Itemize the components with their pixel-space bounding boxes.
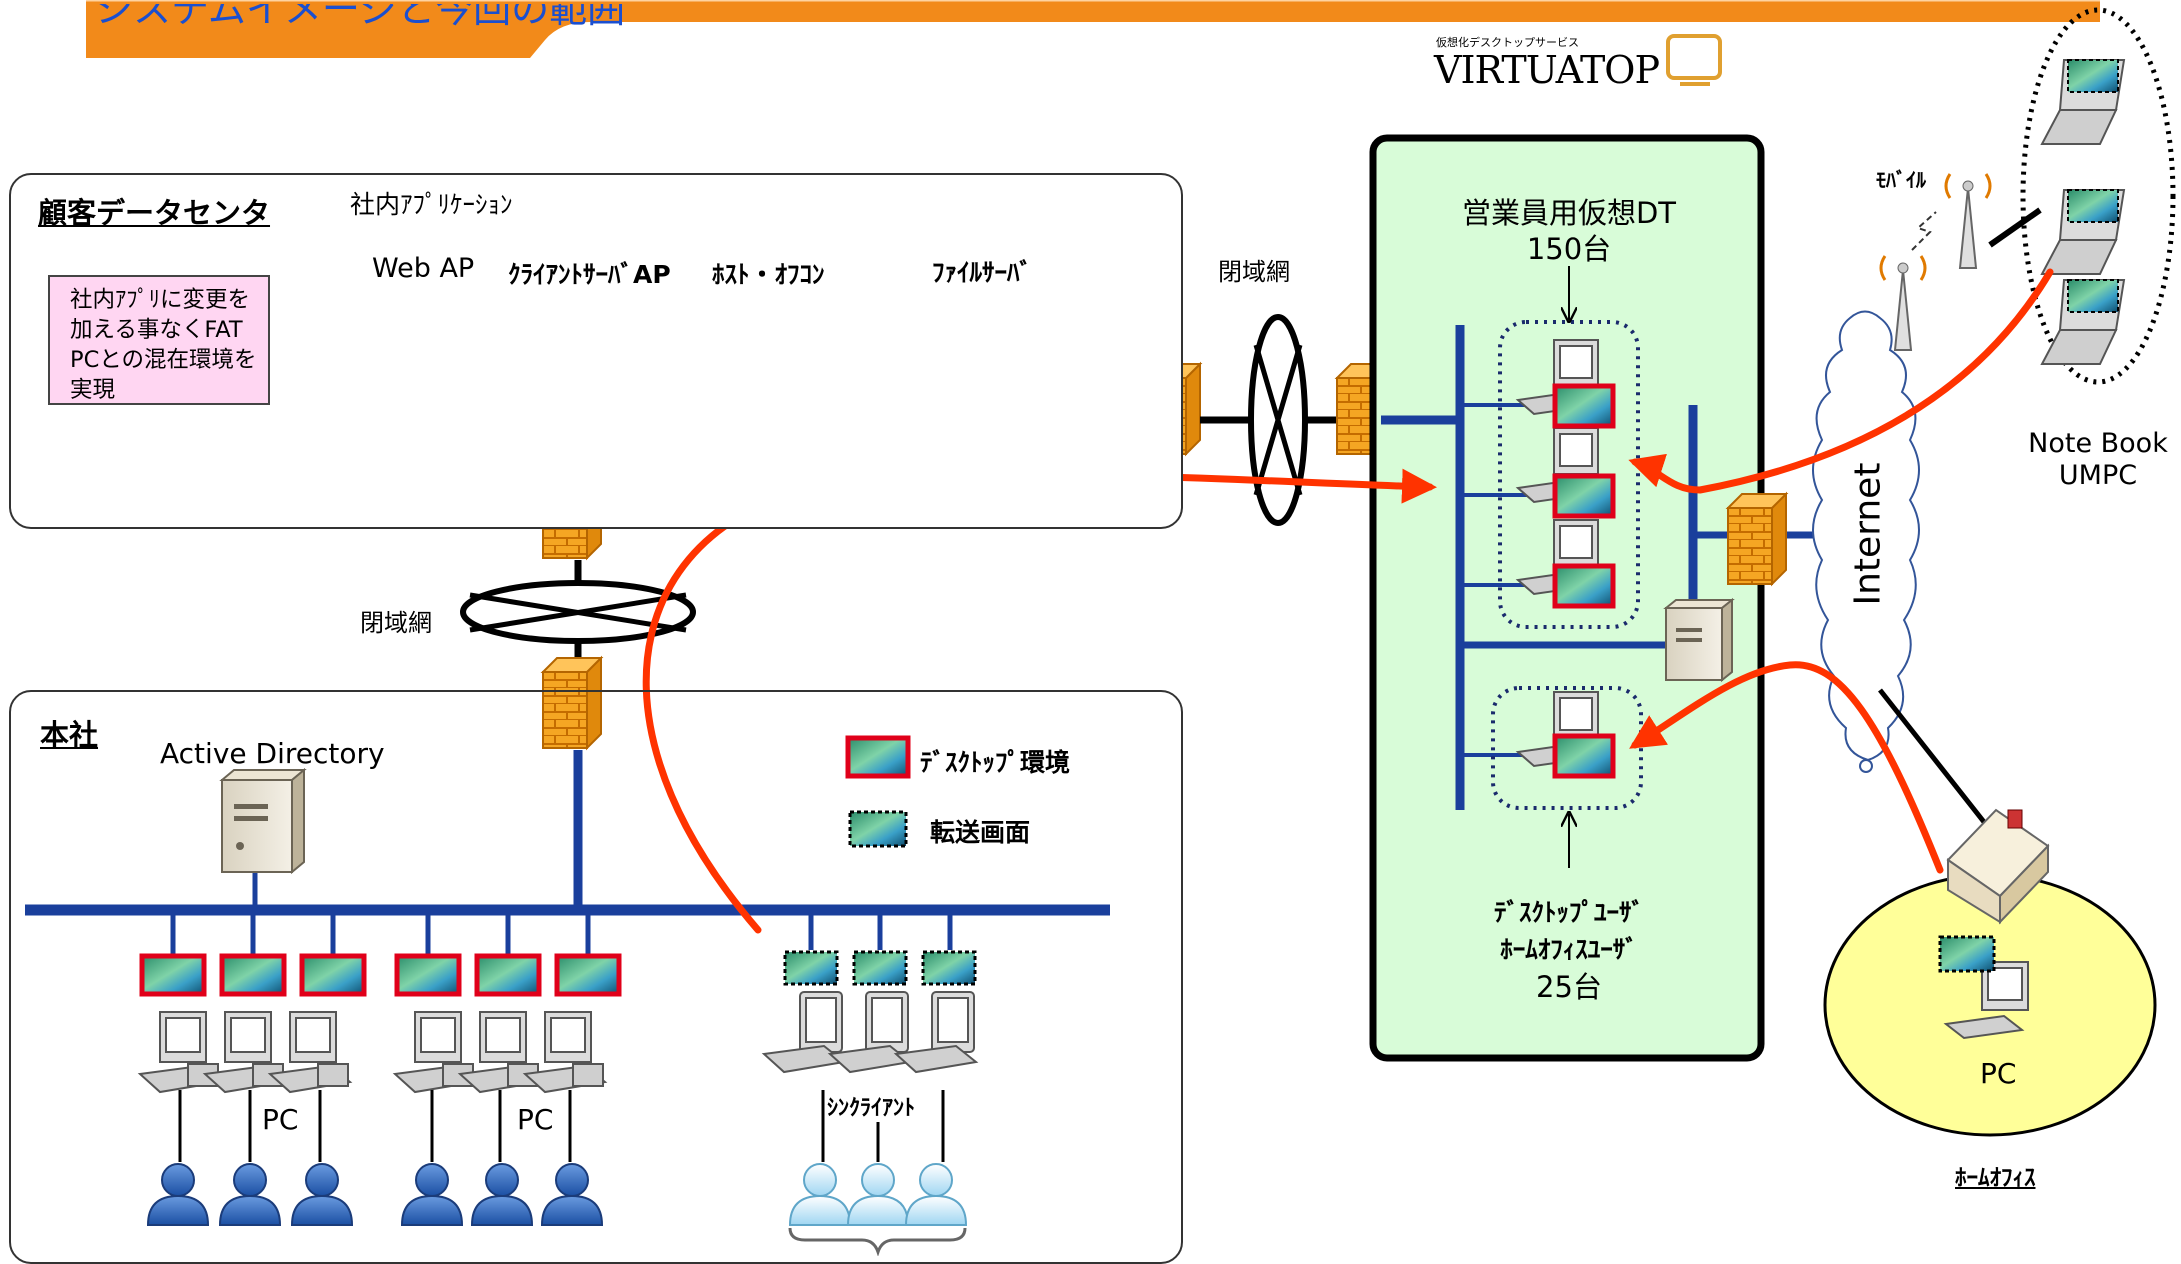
home-transfer-screen <box>1938 935 1996 973</box>
mixed-env-note: 社内ｱﾌﾟﾘに変更を加える事なくFAT PCとの混在環境を実現 <box>48 275 270 405</box>
user-icons-thin-client <box>788 1163 968 1226</box>
pc-group-1 <box>137 1011 353 1094</box>
antenna-icon-2 <box>1879 255 1927 351</box>
pc-label-2: PC <box>517 1103 554 1136</box>
user-vdt-count: 25台 <box>1536 970 1602 1004</box>
flow-home <box>1629 661 1944 874</box>
pc-label-1: PC <box>262 1103 299 1136</box>
notebook-group <box>2020 7 2176 385</box>
ad-label: Active Directory <box>160 737 385 770</box>
legend-desktop-env-label: ﾃﾞｽｸﾄｯﾌﾟ環境 <box>920 748 1071 777</box>
home-pc-label: PC <box>1980 1057 2017 1090</box>
file-server-label: ﾌｧｲﾙｻｰﾊﾞ <box>932 258 1033 287</box>
thin-client-brace <box>788 1227 967 1256</box>
umpc-label: UMPC <box>2058 460 2138 491</box>
transfer-screens-hq <box>783 950 977 986</box>
mobile-label: ﾓﾊﾞｲﾙ <box>1876 168 1926 192</box>
closed-network-icon-right <box>1248 314 1308 526</box>
server-label-web: Web AP <box>372 253 475 284</box>
pc-group-2 <box>392 1011 608 1094</box>
header-bar <box>86 0 2100 58</box>
hq-title: 本社 <box>40 718 99 752</box>
server-label-client: ｸﾗｲｱﾝﾄｻｰﾊﾞAP <box>508 260 671 289</box>
firewall-icon-green-right <box>1725 491 1789 587</box>
wireless-signal <box>1911 211 1937 251</box>
flow-notebook <box>1628 268 2054 494</box>
notebook-label: Note Book <box>2028 428 2168 459</box>
virtual-desktop-screens <box>1552 383 1616 779</box>
logo-tagline: 仮想化デスクトップサービス <box>1436 36 1579 49</box>
logo-name: VIRTUATOP <box>1434 48 1660 92</box>
thin-client-group <box>761 991 979 1074</box>
active-directory-server-icon <box>219 767 307 875</box>
closed-network-icon-left <box>460 580 696 644</box>
customer-dc-title: 顧客データセンタ <box>38 196 271 230</box>
legend-transfer-swatch <box>848 810 908 848</box>
user-vdt-group <box>1491 686 1643 810</box>
sales-vdt-count: 150台 <box>1526 232 1612 266</box>
hq-network <box>25 750 1110 955</box>
vdt-server-icon <box>1663 597 1735 683</box>
antenna-icon-1 <box>1944 173 1992 269</box>
legend-transfer-label: 転送画面 <box>930 818 1031 847</box>
server-label-host: ﾎｽﾄ・ｵﾌｺﾝ <box>712 260 825 289</box>
desktop-user-title: ﾃﾞｽｸﾄｯﾌﾟﾕｰｻﾞ <box>1493 898 1644 927</box>
desktop-env-screens-hq <box>139 953 622 997</box>
user-icons-pc <box>146 1163 604 1226</box>
thin-client-label: ｼﾝｸﾗｲｱﾝﾄ <box>827 1090 916 1122</box>
page-title-fragment: システムイメージと今回の範囲 <box>95 0 626 31</box>
home-office-label: ﾎｰﾑｵﾌｨｽ <box>1955 1165 2036 1191</box>
app-group-label: 社内ｱﾌﾟﾘｹｰｼｮﾝ <box>350 190 513 219</box>
notebook-icons <box>2040 59 2126 365</box>
closed-network-label-right: 閉域網 <box>1218 258 1290 286</box>
virtuatop-logo-icon <box>1666 34 1722 86</box>
legend-desktop-env-swatch <box>845 735 911 779</box>
internet-label: Internet <box>1847 462 1889 606</box>
sales-vdt-title: 営業員用仮想DT <box>1461 196 1677 230</box>
user-cables <box>178 1090 945 1162</box>
house-icon <box>1946 808 2050 925</box>
firewall-icon-hq-top <box>540 655 604 751</box>
home-office-user-title: ﾎｰﾑｵﾌｨｽﾕｰｻﾞ <box>1500 935 1638 964</box>
closed-network-label-left: 閉域網 <box>360 609 432 637</box>
